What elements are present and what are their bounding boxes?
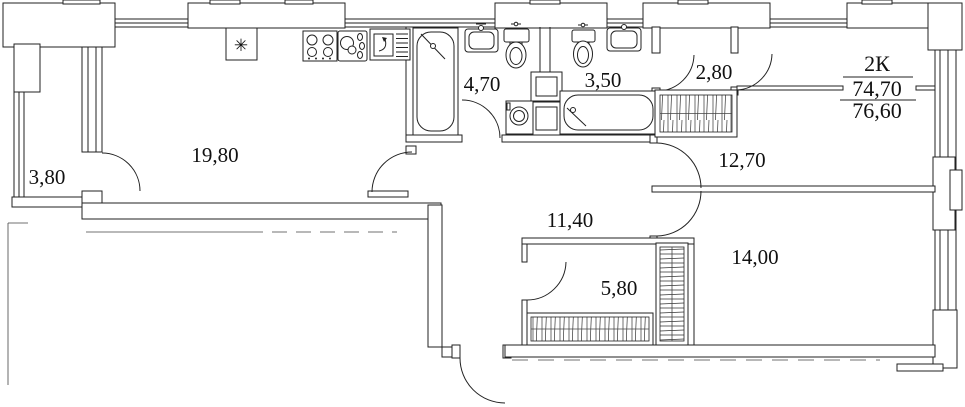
kitchen-fixtures: ✳	[225, 27, 411, 62]
title-block: 2К 74,70 76,60	[840, 51, 916, 123]
fridge-symbol: ✳	[234, 36, 248, 55]
room-label-wardrobe: 5,80	[601, 276, 638, 300]
doors	[101, 53, 773, 404]
room-label-bath1: 4,70	[464, 72, 501, 96]
room-label-hallway: 11,40	[547, 208, 593, 232]
room-label-kitchen: 19,80	[191, 143, 238, 167]
room-labels: 3,80 19,80 4,70 3,50 2,80 12,70 11,40 5,…	[29, 60, 779, 300]
apartment-area-living: 74,70	[852, 76, 902, 101]
bedroom1-door-arc	[656, 142, 702, 189]
toilet-icon	[571, 22, 596, 68]
room-label-balcony: 3,80	[29, 165, 66, 189]
wall-pilasters	[2, 0, 963, 369]
room-label-bath2: 3,50	[585, 68, 622, 92]
kitchen-sink-icon	[337, 30, 368, 62]
balcony-partition-window	[81, 46, 103, 153]
balcony-left-window	[13, 91, 25, 198]
fridge-icon: ✳	[225, 27, 258, 61]
sink-icon	[464, 23, 499, 53]
apartment-area-total: 76,60	[852, 98, 902, 123]
sink-icon	[606, 22, 642, 52]
walls	[81, 26, 936, 359]
bathroom2-fixtures	[559, 22, 658, 135]
room-label-bedroom2: 14,00	[731, 245, 778, 269]
bathtub-icon	[559, 90, 658, 135]
room-label-bedroom1: 12,70	[718, 148, 765, 172]
entrance-door-arc	[459, 357, 506, 404]
living-door-arc	[371, 151, 413, 193]
adjacent-structure-lines	[7, 222, 944, 385]
bedroom2-door-arc	[656, 190, 702, 237]
room-label-dressing: 2,80	[696, 60, 733, 84]
kitchen-cabinet-icon	[369, 28, 411, 61]
bathroom1-fixtures	[412, 21, 534, 136]
bathroom2-door-arc	[657, 54, 695, 92]
toilet-icon	[503, 21, 530, 69]
bathroom1-door-arc	[461, 99, 501, 139]
wardrobe-door-arc	[526, 261, 567, 301]
duct-shaft	[530, 27, 563, 136]
bathtub-icon	[412, 27, 459, 136]
washing-machine-icon	[505, 100, 534, 135]
balcony-door-arc	[101, 152, 141, 192]
dressing-door-arc	[735, 53, 773, 91]
wardrobe-hatch	[526, 89, 738, 346]
stove-icon	[302, 30, 338, 62]
apartment-type: 2К	[864, 51, 890, 76]
